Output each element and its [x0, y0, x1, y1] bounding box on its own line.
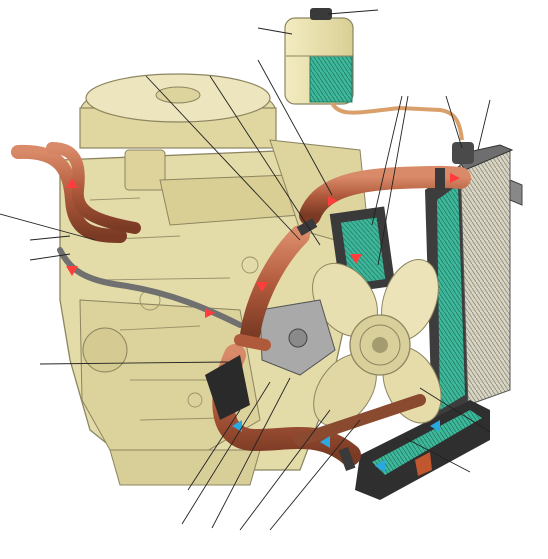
- radiator-bracket: [509, 179, 523, 206]
- radiator-bottom-tank-coolant: [372, 410, 482, 475]
- heater-hose: [46, 142, 141, 234]
- lower-hose-elbow: [205, 355, 250, 420]
- radiator-core: [459, 149, 511, 406]
- leader-line: [371, 95, 403, 226]
- leader-line: [29, 253, 71, 261]
- cold-flow-arrow: [430, 420, 440, 432]
- hose-clamp: [338, 446, 356, 472]
- hot-flow-arrow: [450, 173, 460, 183]
- water-pump: [259, 299, 336, 376]
- radiator: [355, 142, 523, 500]
- pump-inlet-hose: [234, 334, 271, 351]
- flywheel: [82, 327, 128, 373]
- leader-line: [419, 387, 491, 433]
- leader-line: [0, 213, 96, 241]
- expansion-tank-hose: [330, 101, 464, 141]
- hot-flow-arrow: [256, 282, 268, 292]
- bypass-hose: [240, 225, 310, 345]
- air-filter-nut: [155, 86, 201, 104]
- thermostat-coolant: [340, 217, 386, 285]
- cold-flow-arrow: [375, 460, 385, 472]
- radiator-core-coolant: [437, 185, 465, 410]
- leader-line: [29, 235, 71, 241]
- leader-line: [257, 27, 293, 35]
- leader-line: [39, 361, 229, 365]
- leader-line: [445, 95, 463, 149]
- hot-flow-arrow: [66, 178, 78, 188]
- hose-clamp: [435, 168, 445, 190]
- hot-flow-arrow: [205, 308, 215, 318]
- hot-flow-arrow: [66, 266, 78, 276]
- leader-line: [209, 75, 321, 246]
- leader-lines: [0, 9, 491, 531]
- expansion-tank-cap: [310, 8, 332, 20]
- cold-flow-arrow: [232, 420, 242, 432]
- leader-line: [404, 437, 471, 473]
- leader-line: [239, 409, 331, 531]
- flow-arrows: [66, 173, 460, 472]
- fan-hub: [372, 337, 388, 353]
- radiator-drain: [415, 452, 432, 476]
- leader-line: [257, 59, 333, 196]
- carburettor: [124, 149, 166, 191]
- leader-line: [181, 381, 271, 525]
- leader-line: [187, 409, 241, 491]
- hot-flow-arrow: [328, 196, 338, 206]
- expansion-tank-coolant: [309, 55, 353, 103]
- cold-flow-arrow: [320, 436, 330, 448]
- heater-hose: [11, 144, 127, 243]
- leader-line: [211, 377, 291, 529]
- radiator-filler-neck: [452, 142, 474, 164]
- leader-line: [269, 419, 361, 531]
- hot-flow-arrow: [350, 254, 362, 264]
- leader-line: [377, 95, 409, 266]
- leader-line: [145, 75, 301, 241]
- expansion-tank: [284, 8, 464, 141]
- hose-clamp: [296, 218, 318, 236]
- cooling-fan: [312, 259, 442, 427]
- leader-line: [327, 9, 379, 15]
- leader-line: [477, 99, 491, 151]
- hose-couplings: [205, 168, 445, 472]
